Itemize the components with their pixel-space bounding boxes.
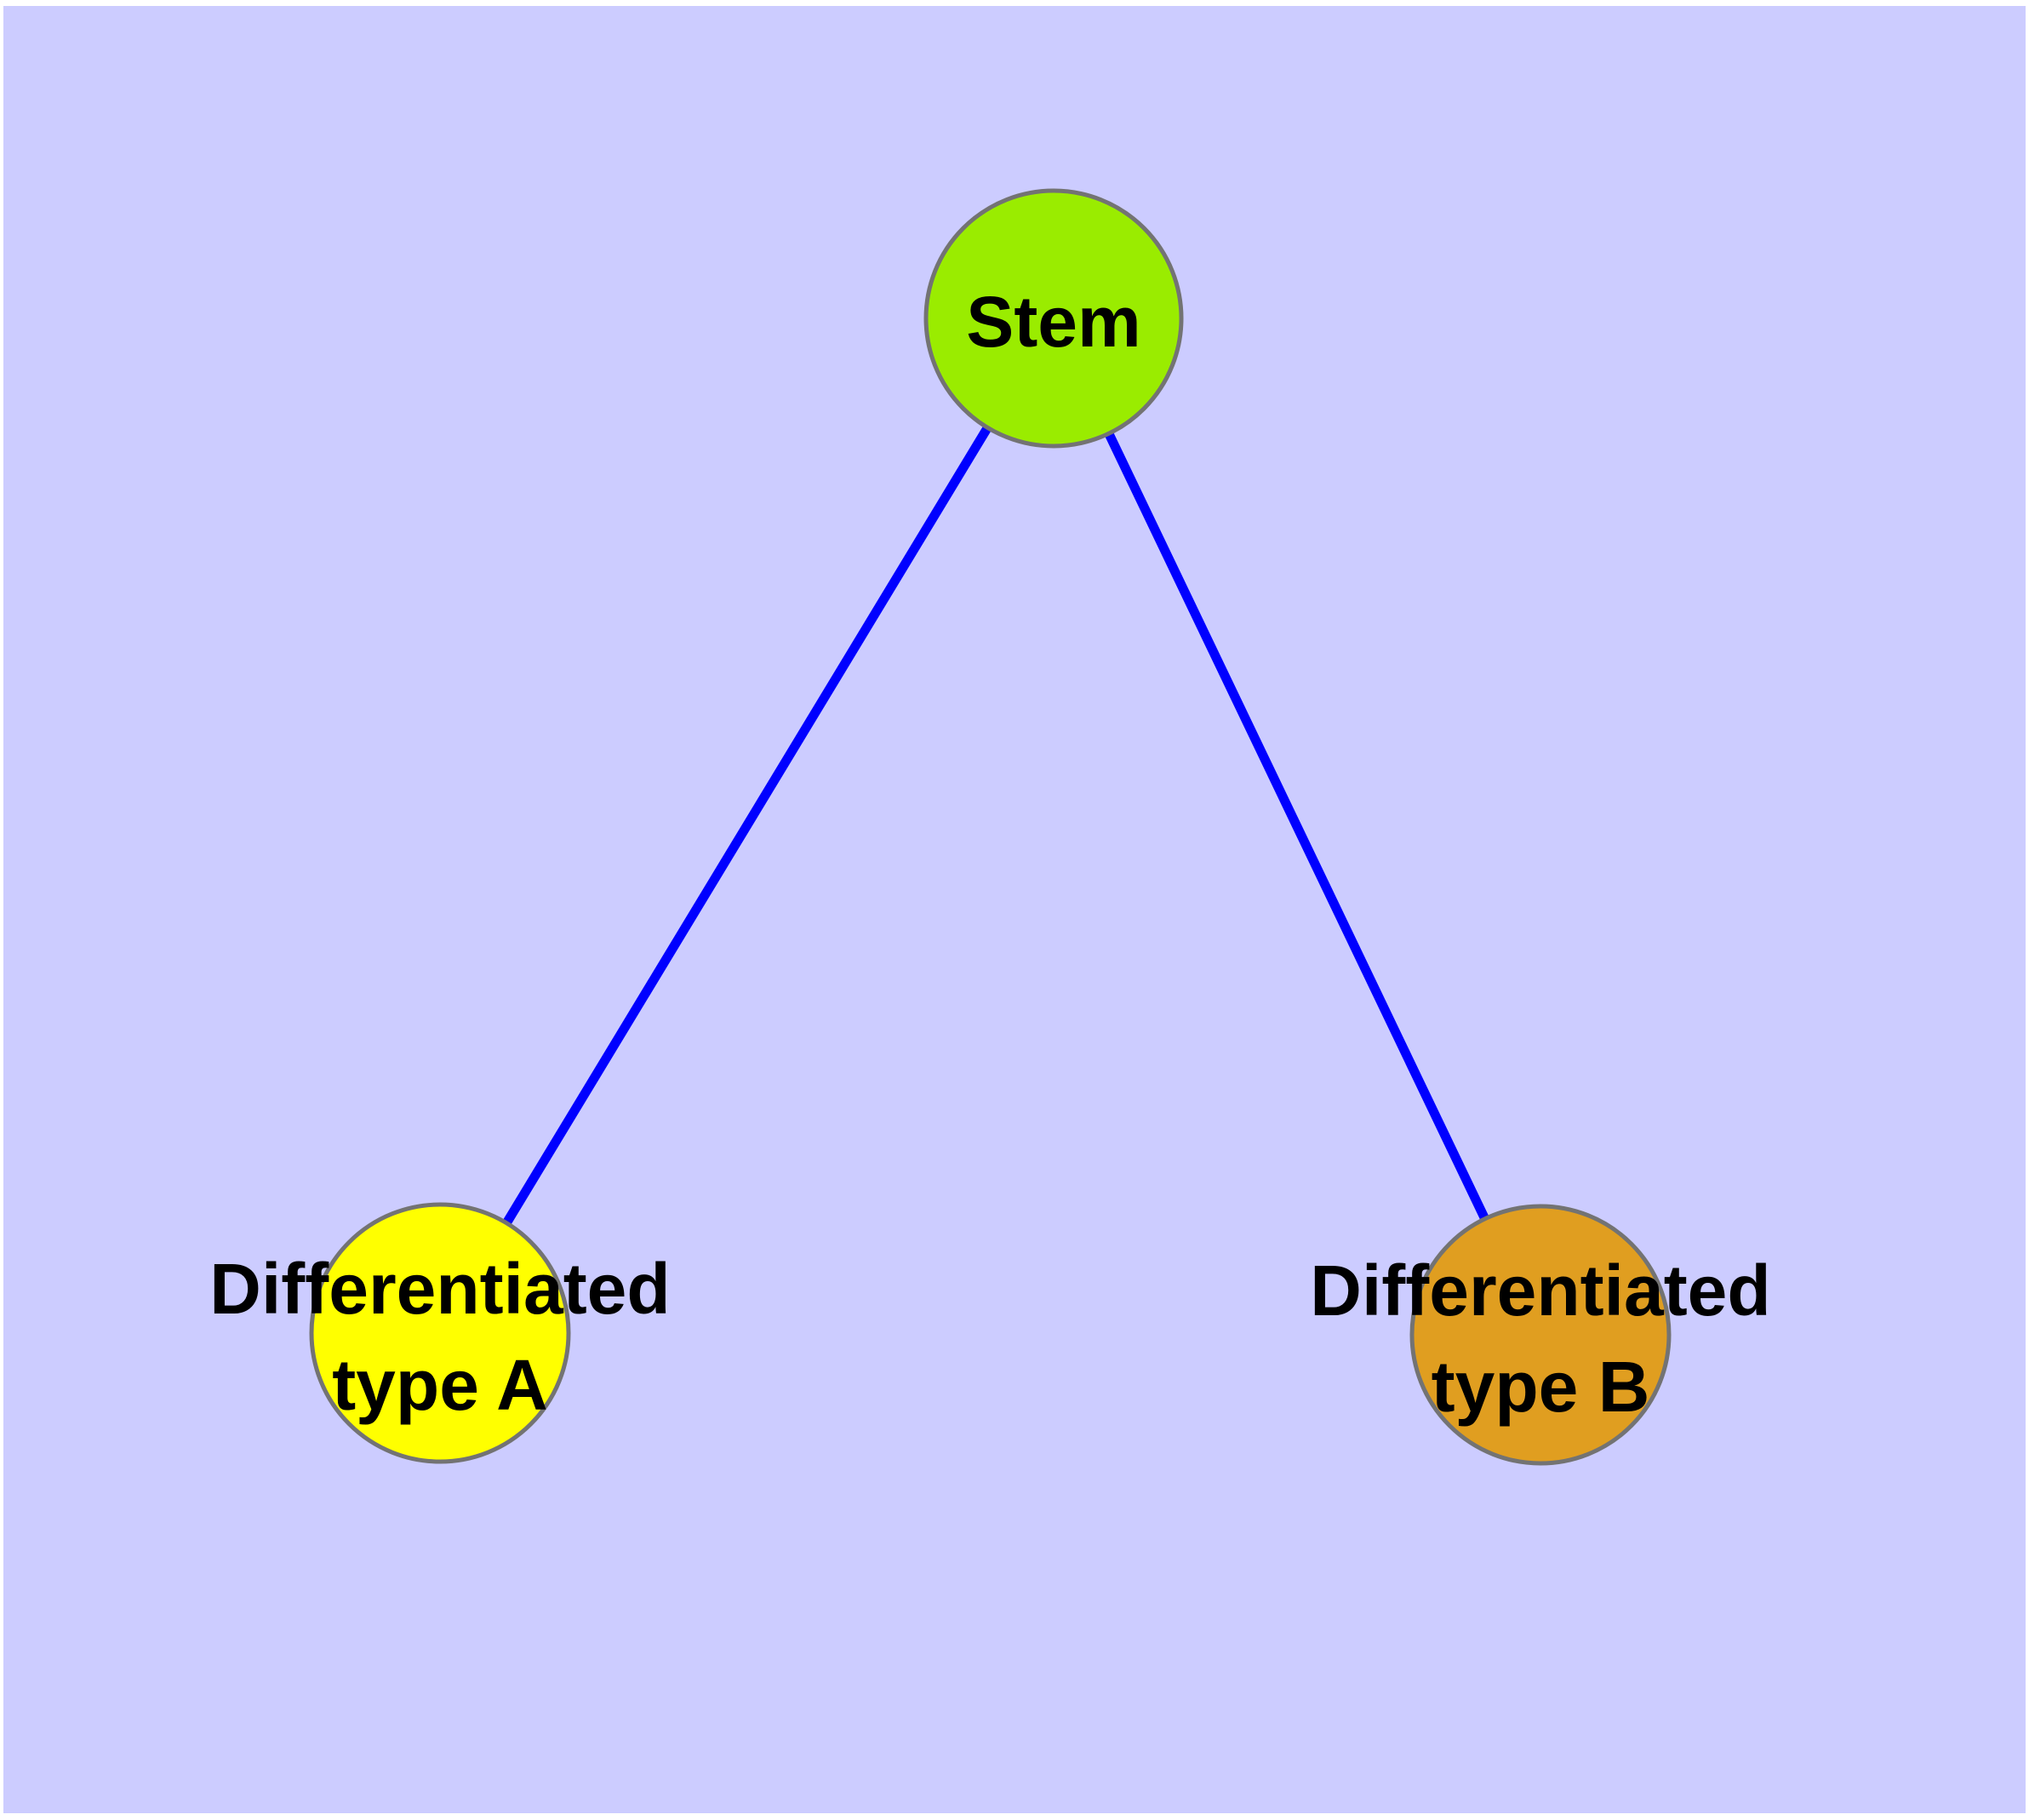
type-b-node [1409, 1204, 1672, 1466]
stem-node-label: Stem [966, 282, 1140, 362]
type-b-node-label-line1: Differentiated [1310, 1251, 1770, 1331]
type-a-node-label-line1: Differentiated [209, 1249, 670, 1329]
edge-stem-to-type-a [436, 316, 1058, 1336]
type-b-node-label-line2: type B [1432, 1347, 1650, 1427]
type-a-node [309, 1202, 571, 1464]
edge-stem-to-type-b [1049, 316, 1545, 1337]
stem-node [923, 188, 1184, 449]
type-a-node-label-line2: type A [332, 1345, 548, 1425]
